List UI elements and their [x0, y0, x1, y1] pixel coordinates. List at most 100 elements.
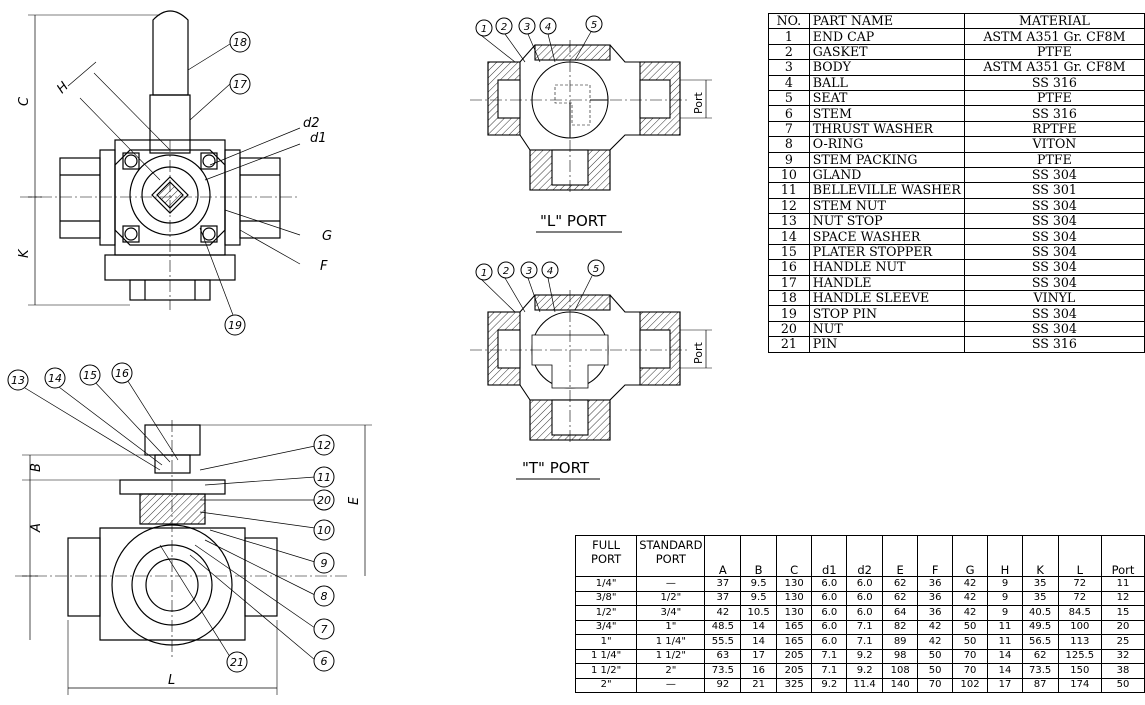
front-view-dim-letters: B A E L: [29, 463, 362, 688]
header-A: A: [704, 535, 742, 577]
callout-12: 12: [317, 439, 331, 452]
callout-17: 17: [233, 78, 247, 91]
dim-letter-d1: d1: [310, 131, 327, 146]
dim-cell-K: 62: [1021, 648, 1059, 664]
header-H: H: [987, 535, 1023, 577]
callout-16: 16: [115, 367, 129, 380]
dim-cell-H: 11: [987, 619, 1023, 635]
part-name: SPACE WASHER: [808, 228, 965, 245]
callout-21: 21: [230, 656, 244, 669]
part-material: PTFE: [963, 43, 1145, 61]
dim-cell-d1: 6.0: [811, 605, 848, 621]
header-no: NO.: [768, 12, 810, 30]
dim-cell-standard-port: 1/2": [636, 590, 706, 606]
dim-cell-Port: 38: [1101, 663, 1145, 679]
callout-6: 6: [321, 655, 328, 668]
dim-cell-C: 205: [775, 663, 813, 679]
dim-cell-G: 50: [951, 634, 989, 650]
part-material: SS 304: [963, 228, 1145, 245]
dim-cell-G: 70: [951, 663, 989, 679]
dim-cell-E: 62: [882, 590, 919, 606]
part-name: PLATER STOPPER: [808, 243, 965, 261]
dim-cell-H: 14: [987, 663, 1023, 679]
part-no: 5: [768, 89, 810, 107]
dim-letter-d2: d2: [303, 116, 320, 131]
dim-cell-d1: 7.1: [811, 663, 848, 679]
dim-cell-Port: 12: [1101, 590, 1145, 606]
dim-cell-Port: 15: [1101, 605, 1145, 621]
dim-cell-standard-port: 1 1/4": [636, 634, 706, 650]
part-no: 15: [768, 243, 810, 261]
dim-cell-full-port: 1 1/4": [574, 648, 638, 664]
dim-cell-standard-port: —: [636, 677, 706, 693]
callout-13: 13: [11, 374, 25, 387]
dim-cell-E: 98: [882, 648, 919, 664]
part-no: 8: [768, 136, 810, 153]
part-no: 14: [768, 228, 810, 245]
part-name: BODY: [808, 59, 965, 76]
dim-cell-B: 16: [740, 663, 777, 679]
dim-cell-F: 36: [917, 605, 953, 621]
part-name: NUT: [808, 320, 965, 338]
callout-20: 20: [317, 494, 331, 507]
part-no: 3: [768, 59, 810, 76]
dim-cell-H: 9: [987, 590, 1023, 606]
dim-cell-C: 165: [775, 634, 813, 650]
l-port-section: [470, 29, 712, 195]
t-port-callouts: 1 2 3 4 5: [475, 259, 605, 281]
dim-letter-F: F: [320, 259, 328, 274]
dim-cell-E: 108: [882, 663, 919, 679]
dim-letter-A: A: [29, 523, 44, 533]
dim-cell-F: 70: [917, 677, 953, 693]
part-no: 20: [768, 320, 810, 338]
part-name: BELLEVILLE WASHER: [808, 182, 965, 199]
dim-cell-G: 70: [951, 648, 989, 664]
dim-cell-full-port: 3/4": [574, 619, 638, 635]
callout-4: 4: [545, 22, 551, 33]
dim-cell-Port: 11: [1101, 576, 1145, 592]
top-view-callouts: 18 17 19: [224, 31, 251, 336]
dim-cell-L: 72: [1057, 590, 1103, 606]
dim-cell-d1: 9.2: [811, 677, 848, 693]
header-G: G: [951, 535, 989, 577]
part-name: GLAND: [808, 166, 965, 184]
part-no: 6: [768, 105, 810, 122]
dim-cell-B: 9.5: [740, 576, 777, 592]
dim-cell-E: 89: [882, 634, 919, 650]
t-port-port-label: Port: [692, 342, 705, 364]
part-no: 11: [768, 182, 810, 199]
dim-letter-C: C: [17, 96, 32, 106]
dim-cell-F: 50: [917, 663, 953, 679]
callout-3: 3: [526, 266, 532, 277]
dim-cell-A: 42: [704, 605, 742, 621]
part-material: RPTFE: [963, 120, 1145, 138]
dim-cell-F: 36: [917, 590, 953, 606]
dim-cell-K: 35: [1021, 576, 1059, 592]
dim-cell-H: 9: [987, 605, 1023, 621]
dim-cell-K: 49.5: [1021, 619, 1059, 635]
dim-cell-d2: 6.0: [846, 590, 884, 606]
dim-cell-L: 174: [1057, 677, 1103, 693]
dim-cell-G: 42: [951, 576, 989, 592]
part-no: 1: [768, 28, 810, 45]
header-standard-port: STANDARD PORT: [636, 535, 706, 577]
dim-cell-B: 21: [740, 677, 777, 693]
dim-cell-full-port: 2": [574, 677, 638, 693]
callout-3: 3: [524, 22, 530, 33]
dim-cell-C: 325: [775, 677, 813, 693]
part-name: STEM NUT: [808, 197, 965, 215]
header-E: E: [882, 535, 919, 577]
front-view: [15, 377, 372, 695]
part-name: GASKET: [808, 43, 965, 61]
dimension-table: FULL PORT STANDARD PORT A B C d1 d2 E F …: [574, 535, 1145, 693]
callout-5: 5: [593, 264, 599, 275]
part-no: 21: [768, 336, 810, 353]
